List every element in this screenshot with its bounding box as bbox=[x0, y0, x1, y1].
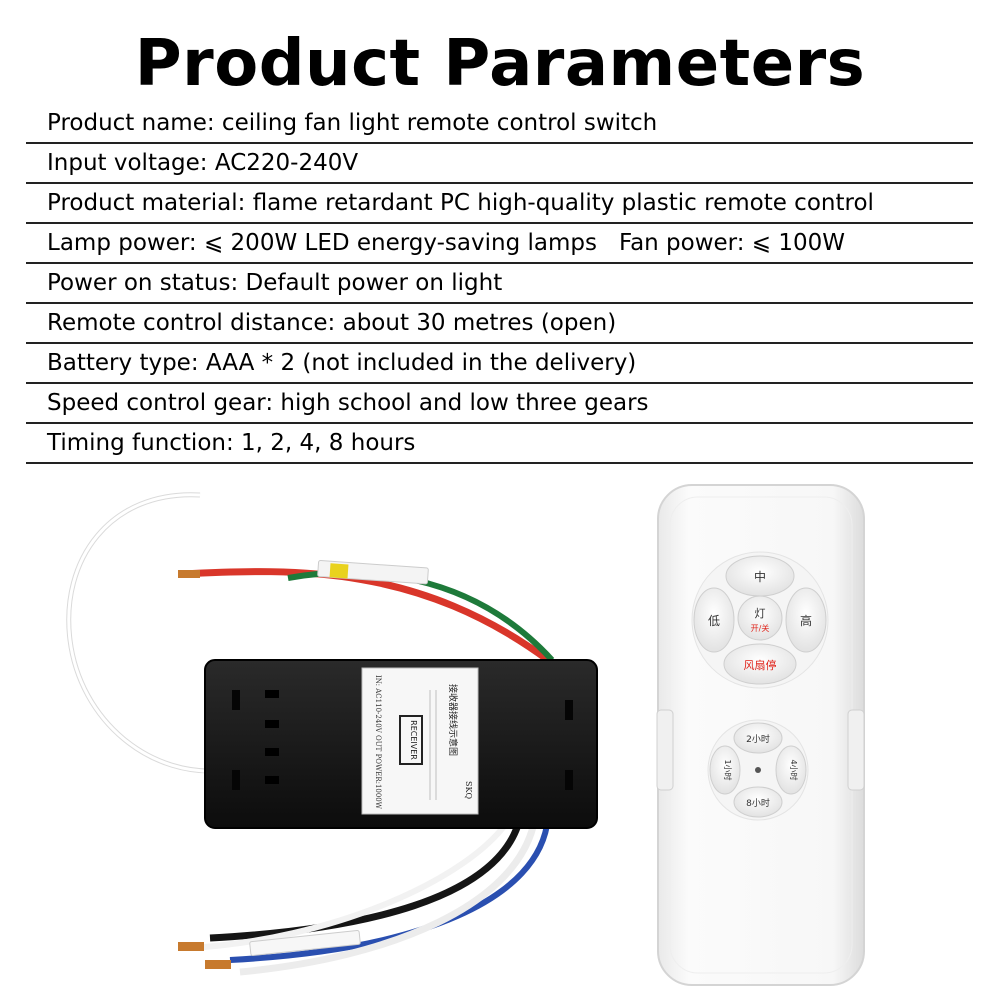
spec-row-timing-function: Timing function: 1, 2, 4, 8 hours bbox=[26, 424, 973, 464]
spec-row-product-name: Product name: ceiling fan light remote c… bbox=[26, 104, 973, 144]
receiver-label-sub: RECEIVER bbox=[409, 720, 418, 760]
button-timer-1h[interactable]: 1小时 bbox=[709, 745, 741, 795]
indicator-led bbox=[755, 767, 761, 773]
green-wire bbox=[287, 569, 555, 663]
button-timer-2h[interactable]: 2小时 bbox=[733, 722, 783, 754]
receiver-label-brand: SKQ bbox=[464, 781, 473, 799]
button-high[interactable]: 高 bbox=[785, 587, 827, 653]
remote-control: 中 低 高 灯 开/关 风扇停 2小时 1小时 bbox=[656, 484, 865, 986]
svg-text:灯: 灯 bbox=[755, 607, 766, 620]
button-low[interactable]: 低 bbox=[693, 587, 735, 653]
svg-text:8小时: 8小时 bbox=[746, 797, 770, 809]
receiver-module: RECEIVER IN: AC110-240V OUT POWER:1000W … bbox=[66, 492, 598, 976]
spec-row-power-on-status: Power on status: Default power on light bbox=[26, 264, 973, 304]
spec-list: Product name: ceiling fan light remote c… bbox=[26, 104, 973, 464]
svg-text:1小时: 1小时 bbox=[723, 759, 733, 780]
red-wire bbox=[181, 568, 551, 663]
svg-text:开/关: 开/关 bbox=[751, 623, 770, 633]
receiver-label-main: 接收器接线示意图 bbox=[447, 684, 459, 756]
svg-text:中: 中 bbox=[754, 569, 766, 584]
spec-row-material: Product material: flame retardant PC hig… bbox=[26, 184, 973, 224]
spec-row-power: Lamp power: ⩽ 200W LED energy-saving lam… bbox=[26, 224, 973, 264]
svg-text:高: 高 bbox=[800, 613, 812, 628]
button-timer-4h[interactable]: 4小时 bbox=[775, 745, 807, 795]
button-light-onoff[interactable]: 灯 开/关 bbox=[737, 595, 783, 641]
svg-text:4小时: 4小时 bbox=[789, 759, 799, 780]
spec-row-battery-type: Battery type: AAA * 2 (not included in t… bbox=[26, 344, 973, 384]
spec-row-input-voltage: Input voltage: AC220-240V bbox=[26, 144, 973, 184]
button-mid[interactable]: 中 bbox=[725, 555, 795, 597]
product-photo: RECEIVER IN: AC110-240V OUT POWER:1000W … bbox=[66, 484, 865, 986]
button-fan-stop[interactable]: 风扇停 bbox=[723, 643, 797, 685]
page-title: Product Parameters bbox=[134, 27, 866, 101]
receiver-label: RECEIVER IN: AC110-240V OUT POWER:1000W … bbox=[361, 667, 479, 815]
spec-lamp-power: Lamp power: ⩽ 200W LED energy-saving lam… bbox=[47, 230, 597, 256]
receiver-label-rating: IN: AC110-240V OUT POWER:1000W bbox=[374, 675, 382, 810]
svg-text:风扇停: 风扇停 bbox=[744, 658, 777, 672]
spec-row-remote-distance: Remote control distance: about 30 metres… bbox=[26, 304, 973, 344]
svg-text:低: 低 bbox=[708, 614, 720, 628]
spec-fan-power: Fan power: ⩽ 100W bbox=[618, 230, 846, 256]
black-wire bbox=[209, 817, 524, 942]
button-timer-8h[interactable]: 8小时 bbox=[733, 786, 783, 818]
spec-row-speed-control: Speed control gear: high school and low … bbox=[26, 384, 973, 424]
svg-text:2小时: 2小时 bbox=[746, 733, 770, 745]
